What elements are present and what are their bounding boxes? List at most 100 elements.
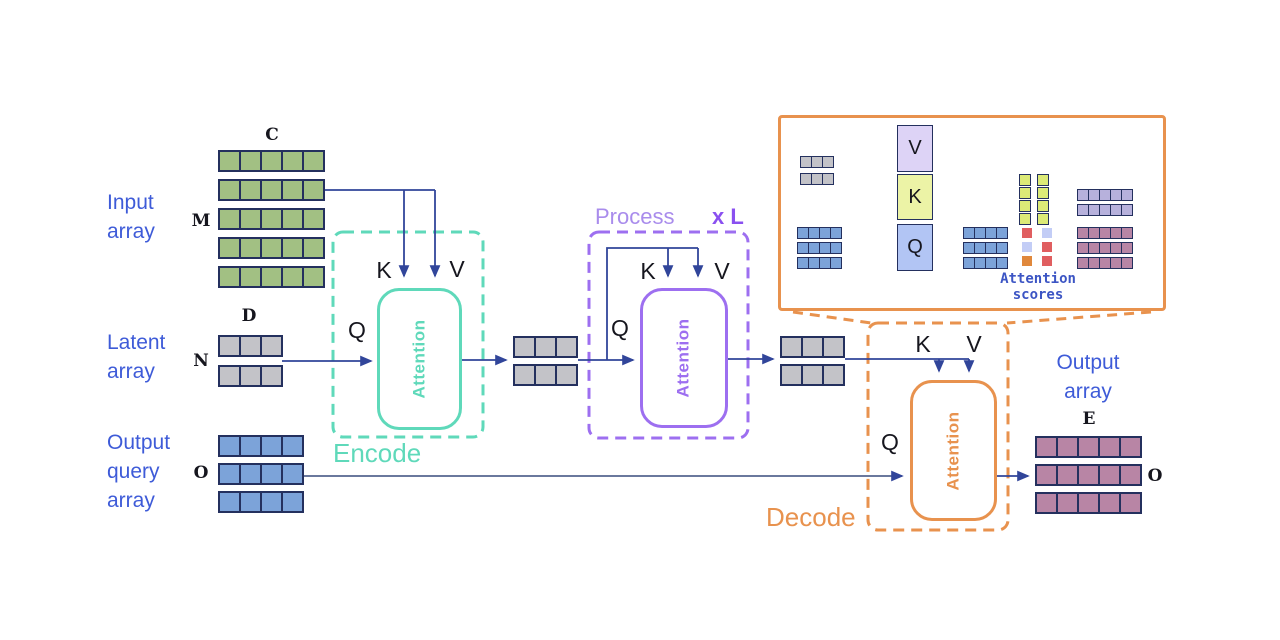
grid-cell xyxy=(820,243,830,253)
grid-cell xyxy=(1111,205,1121,215)
output-array-label: Output array xyxy=(1056,351,1120,403)
grid-cell xyxy=(1089,243,1099,253)
decode-k-label: K xyxy=(915,331,931,357)
grid-cell xyxy=(283,239,302,257)
grid-cell xyxy=(1121,494,1140,512)
grid-cell xyxy=(1100,243,1110,253)
grid-cell xyxy=(220,465,239,483)
output-array-grid xyxy=(1035,436,1142,514)
grid-cell xyxy=(986,228,996,238)
grid-cell xyxy=(798,258,808,268)
grid-cell xyxy=(1122,190,1132,200)
grid-cell xyxy=(1038,175,1048,185)
encode-output-grid xyxy=(513,336,578,386)
grid-cell xyxy=(241,239,260,257)
score-row xyxy=(1022,228,1052,238)
inset-callout-right xyxy=(1006,310,1152,325)
encode-v-label: V xyxy=(449,256,465,282)
grid-cell xyxy=(1037,438,1056,456)
inset-v-output-maroon-grid xyxy=(1077,227,1133,269)
score-square xyxy=(1022,256,1032,266)
grid-cell xyxy=(1078,243,1088,253)
grid-row xyxy=(218,491,304,513)
inset-query-grid xyxy=(797,227,842,269)
grid-cell xyxy=(782,366,801,384)
process-v-label: V xyxy=(714,258,730,284)
score-square xyxy=(1042,242,1052,252)
grid-cell xyxy=(1100,258,1110,268)
grid-cell xyxy=(964,243,974,253)
grid-cell xyxy=(1038,214,1048,224)
grid-cell xyxy=(241,465,260,483)
latent-array-grid xyxy=(218,335,283,387)
inset-callout-left xyxy=(792,310,872,325)
grid-cell xyxy=(1078,228,1088,238)
grid-cell xyxy=(1089,258,1099,268)
grid-cell xyxy=(557,366,576,384)
grid-cell xyxy=(824,366,843,384)
grid-cell xyxy=(220,268,239,286)
grid-cell xyxy=(241,337,260,355)
grid-cell xyxy=(997,258,1007,268)
encode-q-label: Q xyxy=(348,317,366,343)
grid-row xyxy=(1077,257,1133,269)
grid-cell xyxy=(262,465,281,483)
decode-attention-label: Attention xyxy=(943,410,963,491)
grid-cell xyxy=(1020,214,1030,224)
grid-cell xyxy=(1122,243,1132,253)
grid-row xyxy=(1037,200,1049,212)
grid-row xyxy=(963,227,1008,239)
grid-cell xyxy=(986,258,996,268)
grid-cell xyxy=(304,239,323,257)
grid-cell xyxy=(975,258,985,268)
grid-cell xyxy=(1100,494,1119,512)
grid-row xyxy=(797,242,842,254)
grid-cell xyxy=(241,268,260,286)
process-q-label: Q xyxy=(611,315,629,341)
grid-row xyxy=(513,364,578,386)
grid-cell xyxy=(220,239,239,257)
grid-row xyxy=(963,257,1008,269)
grid-cell xyxy=(1122,228,1132,238)
grid-cell xyxy=(1122,205,1132,215)
grid-cell xyxy=(1038,188,1048,198)
attention-scores-squares xyxy=(1022,228,1052,266)
grid-cell xyxy=(803,366,822,384)
grid-cell xyxy=(515,338,534,356)
encode-block-label: Encode xyxy=(333,438,422,468)
grid-cell xyxy=(1020,188,1030,198)
grid-cell xyxy=(304,181,323,199)
grid-row xyxy=(963,242,1008,254)
grid-cell xyxy=(820,228,830,238)
grid-cell xyxy=(262,437,281,455)
grid-cell xyxy=(997,228,1007,238)
grid-row xyxy=(1019,213,1031,225)
grid-cell xyxy=(1122,258,1132,268)
decode-block-label: Decode xyxy=(766,502,856,532)
inset-k-label: K xyxy=(908,185,922,208)
decode-v-label: V xyxy=(966,331,982,357)
grid-cell xyxy=(1089,190,1099,200)
grid-cell xyxy=(1078,258,1088,268)
grid-cell xyxy=(220,493,239,511)
process-output-grid xyxy=(780,336,845,386)
grid-cell xyxy=(262,268,281,286)
grid-cell xyxy=(975,228,985,238)
grid-cell xyxy=(824,338,843,356)
grid-cell xyxy=(1058,466,1077,484)
process-attention-box: Attention xyxy=(640,288,728,428)
score-square xyxy=(1022,242,1032,252)
grid-cell xyxy=(536,366,555,384)
grid-cell xyxy=(241,367,260,385)
grid-cell xyxy=(1079,438,1098,456)
grid-cell xyxy=(831,243,841,253)
grid-cell xyxy=(1078,205,1088,215)
grid-cell xyxy=(1038,201,1048,211)
grid-cell xyxy=(1037,466,1056,484)
grid-cell xyxy=(997,243,1007,253)
grid-row xyxy=(218,150,325,172)
grid-row xyxy=(1037,187,1049,199)
grid-cell xyxy=(241,181,260,199)
grid-cell xyxy=(1079,494,1098,512)
input-array-label: Input array xyxy=(107,191,155,243)
